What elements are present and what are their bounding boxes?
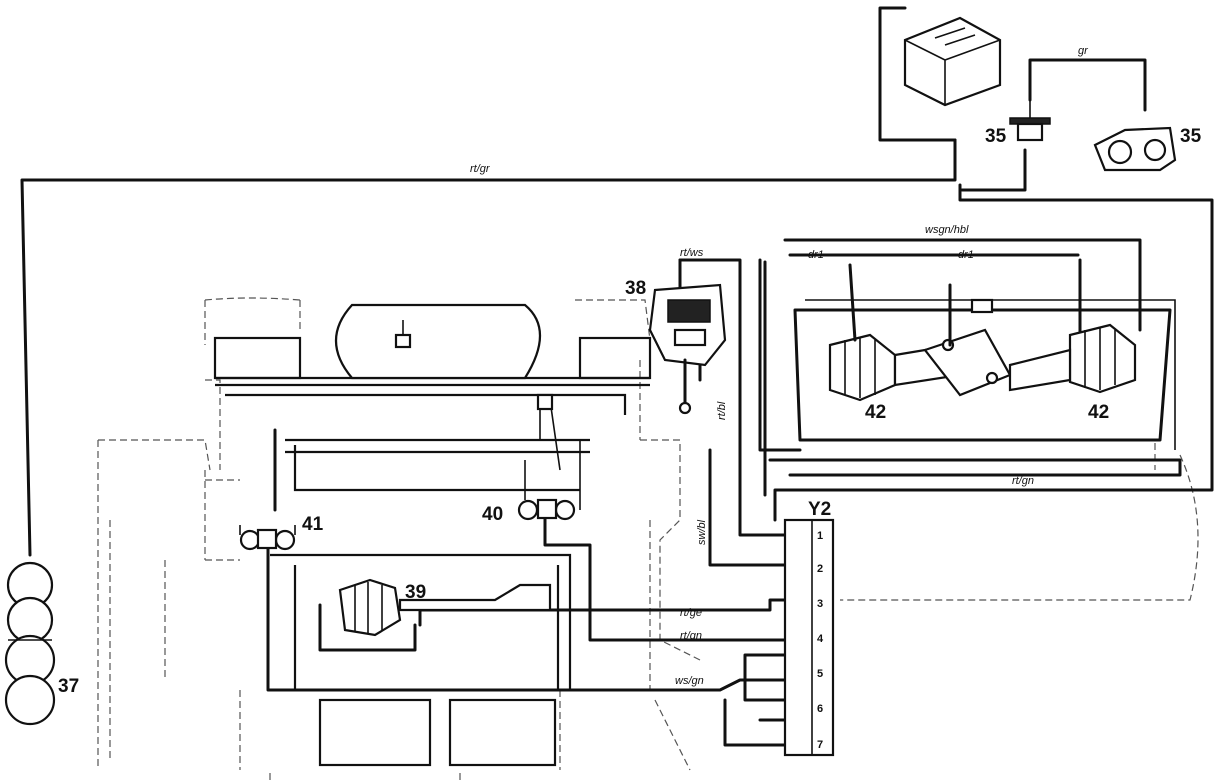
label-40: 40 [482, 504, 503, 525]
label-35-switch: 35 [985, 126, 1007, 147]
component-35-battery [903, 16, 1002, 107]
label-42-right: 42 [1088, 402, 1109, 423]
wire-label-rt-bl: rt/bl [716, 401, 728, 420]
component-labels: 35 35 37 38 39 40 41 42 42 Y2 [58, 126, 1202, 697]
component-35-switch [1009, 100, 1051, 142]
component-42-center [923, 283, 1012, 397]
wire-label-gr: gr [1078, 45, 1089, 57]
y2-pin-3: 3 [817, 598, 823, 610]
label-37: 37 [58, 676, 79, 697]
wire-label-ws-gn: ws/gn [675, 675, 704, 687]
y2-valve-block [783, 518, 835, 757]
wire-labels: rt/gr gr wsgn/hbl dr1 dr1 rt/ws rt/bl sw… [470, 45, 1089, 687]
component-42-right [1008, 323, 1137, 394]
wire-label-rt-gr: rt/gr [470, 163, 491, 175]
y2-pin-6: 6 [817, 703, 823, 715]
component-37-reservoir [4, 561, 56, 726]
component-38-actuator [648, 283, 727, 415]
component-41-valve [239, 525, 296, 551]
label-41: 41 [302, 514, 324, 535]
label-y2: Y2 [808, 499, 831, 520]
vehicle-body [213, 303, 652, 767]
y2-pin-4: 4 [817, 633, 824, 645]
wire-label-dr1-a: dr1 [808, 249, 824, 261]
component-39-actuator [338, 578, 552, 637]
wire-label-rt-ws: rt/ws [680, 247, 704, 259]
label-38: 38 [625, 278, 646, 299]
label-39: 39 [405, 582, 426, 603]
wire-label-dr1-b: dr1 [958, 249, 974, 261]
y2-pin-7: 7 [817, 739, 823, 751]
y2-pin-5: 5 [817, 668, 823, 680]
label-35-lock: 35 [1180, 126, 1202, 147]
wire-label-wsgn-hbl: wsgn/hbl [925, 224, 969, 236]
y2-pin-labels: 1 2 3 4 5 6 7 [817, 530, 824, 751]
component-35-lock [1093, 126, 1177, 172]
wire-label-rt-gn-right: rt/gn [1012, 475, 1034, 487]
wiring-harness [20, 6, 1214, 747]
component-42-left [828, 263, 962, 402]
wire-label-sw-bl: sw/bl [696, 519, 708, 545]
wire-label-rt-gn-lower: rt/gn [680, 630, 702, 642]
component-40-valve [517, 393, 576, 521]
label-42-left: 42 [865, 402, 886, 423]
y2-pin-2: 2 [817, 563, 823, 575]
y2-pin-1: 1 [817, 530, 823, 542]
wire-label-rt-ge: rt/ge [680, 607, 702, 619]
